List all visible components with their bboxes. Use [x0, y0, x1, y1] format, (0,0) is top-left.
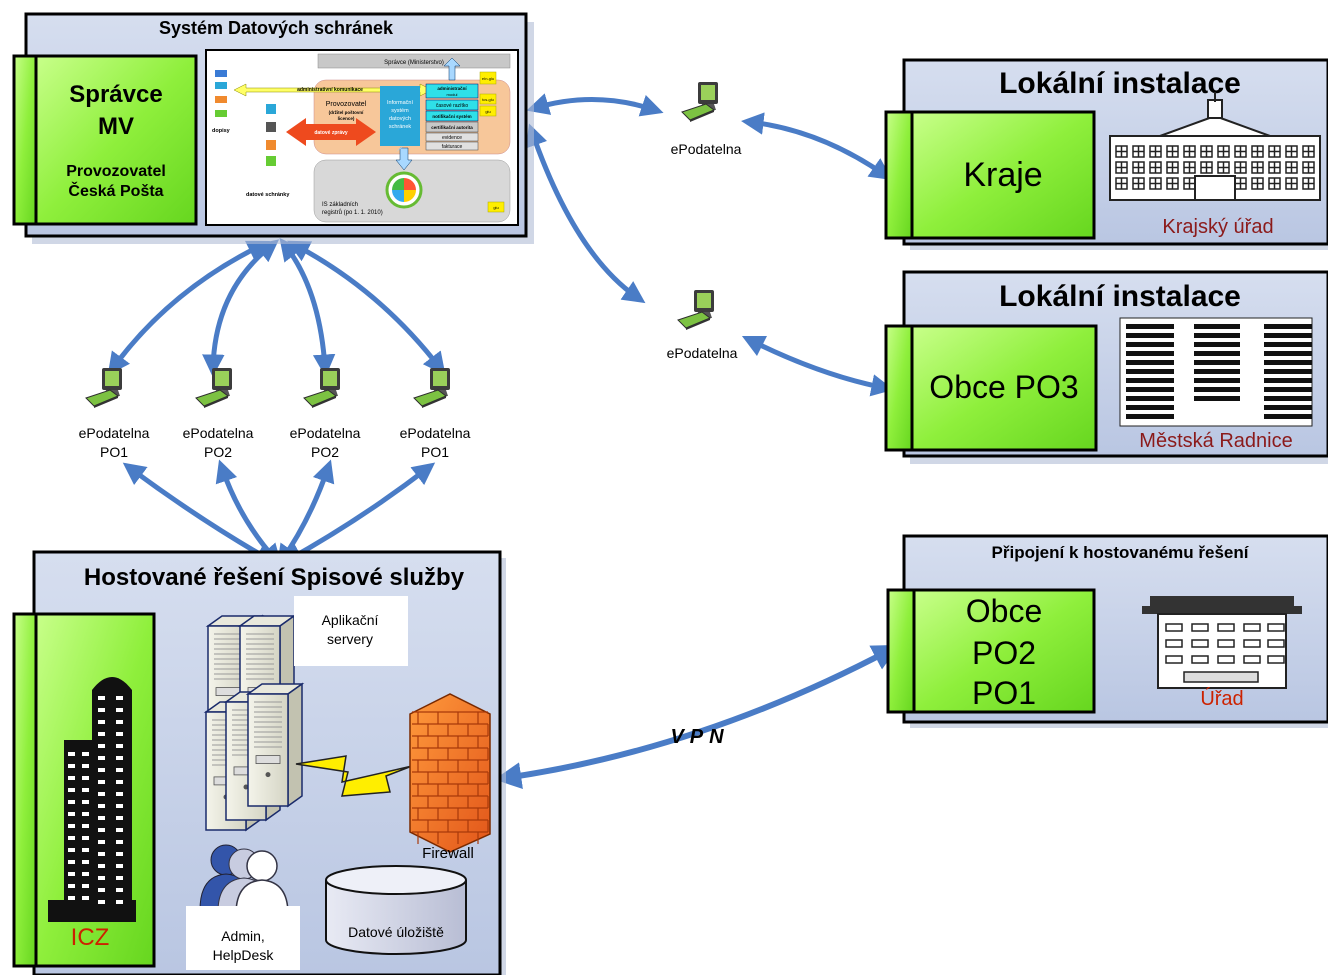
- hosted-connection-entity3: PO1: [972, 675, 1036, 711]
- local-obce-panel: Lokální instalace Obce PO3 Městská Radni…: [884, 270, 1328, 464]
- inner-notification: notifikační systém: [432, 114, 471, 119]
- epodatelna-node: ePodatelna PO1: [400, 367, 471, 460]
- hosted-connection-entity2: PO2: [972, 635, 1036, 671]
- inner-side3: glu: [485, 109, 490, 114]
- local-obce-building: Městská Radnice: [1139, 430, 1292, 452]
- inner-header: Správce (Ministerstvo): [384, 60, 444, 66]
- epodatelna-kraje: ePodatelna: [671, 81, 742, 157]
- local-kraje-title: Lokální instalace: [999, 67, 1241, 100]
- firewall-icon: [409, 693, 491, 853]
- inner-is-4: schránek: [389, 124, 412, 130]
- inner-invoicing: fakturace: [442, 144, 463, 150]
- epodatelna-node-line1: ePodatelna: [400, 425, 471, 441]
- server-rack-icon: [203, 614, 305, 832]
- epodatelna-node-line2: PO2: [204, 444, 232, 460]
- inner-operator-sub1: (držitel poštovní: [329, 110, 364, 115]
- local-kraje-building: Krajský úřad: [1162, 216, 1273, 238]
- epodatelna-node: ePodatelna PO2: [183, 367, 254, 460]
- users-icon: [199, 844, 289, 915]
- inner-registry-1: IS základních: [322, 202, 358, 208]
- inner-cert-authority: certifikační autorita: [431, 125, 473, 130]
- hosted-servers-line1: Aplikační: [322, 612, 379, 628]
- inner-operator-sub2: licence): [338, 116, 355, 121]
- arrow-dsb-epodatelna-kraje: [526, 93, 664, 117]
- epodatelna-node: ePodatelna PO2: [290, 367, 361, 460]
- arrow-epodatelna-kraje: [741, 112, 893, 181]
- inner-data-boxes: datové schránky: [246, 192, 290, 198]
- local-obce-title: Lokální instalace: [999, 280, 1241, 313]
- arrow-dsb-po2-a: [202, 239, 280, 377]
- inner-timestamp: časové razítko: [436, 103, 468, 109]
- local-kraje-panel: Lokální instalace Kraje Krajský úřad: [884, 58, 1328, 250]
- arrow-po2-hosted-b: [276, 459, 335, 568]
- epodatelna-kraje-label: ePodatelna: [671, 141, 742, 157]
- vpn-label: VPN: [670, 726, 729, 748]
- regional-office-building-icon: [1109, 92, 1321, 201]
- admin-label-box: [186, 906, 300, 970]
- office-building-icon: [1142, 596, 1302, 689]
- hosted-panel: Hostované řešení Spisové služby ICZ Apli…: [12, 550, 506, 975]
- dsb-operator-line1: Provozovatel: [66, 163, 166, 180]
- hosted-connection-title: Připojení k hostovanému řešení: [992, 543, 1250, 562]
- epodatelna-obce-label: ePodatelna: [667, 345, 738, 361]
- hosted-connection-building: Úřad: [1200, 687, 1243, 710]
- data-storage-icon: [325, 865, 467, 955]
- local-kraje-entity: Kraje: [963, 156, 1042, 194]
- epodatelna-node-line2: PO2: [311, 444, 339, 460]
- lightning-icon: [295, 755, 413, 797]
- inner-side1: eIn-glu: [482, 76, 494, 81]
- epodatelna-node-line1: ePodatelna: [183, 425, 254, 441]
- office-tower-icon: [48, 677, 136, 922]
- inner-letters: dopisy: [212, 128, 231, 134]
- epodatelna-node: ePodatelna PO1: [79, 367, 150, 460]
- arrow-dsb-epodatelna-obce: [525, 123, 646, 304]
- hosted-company: ICZ: [71, 924, 110, 951]
- dsb-admin-line2: MV: [98, 113, 134, 140]
- hosted-admin-line1: Admin,: [221, 928, 265, 944]
- hosted-firewall: Firewall: [422, 845, 474, 862]
- dsb-title: Systém Datových schránek: [159, 18, 394, 38]
- hosted-admin-line2: HelpDesk: [213, 947, 275, 963]
- inner-is-1: Informační: [387, 100, 413, 106]
- dsb-admin-line1: Správce: [69, 81, 162, 108]
- inner-admin-module1: administrační: [437, 86, 467, 91]
- hosted-connection-entity1: Obce: [966, 593, 1042, 629]
- arrow-vpn: [494, 644, 900, 790]
- inner-is-2: systém: [391, 108, 409, 114]
- dsb-operator-line2: Česká Pošta: [68, 181, 163, 200]
- arrows: [107, 93, 900, 790]
- inner-data-messages: datové zprávy: [314, 130, 348, 136]
- inner-is-3: datových: [389, 116, 411, 122]
- hosted-connection-panel: Připojení k hostovanému řešení Obce PO2 …: [886, 534, 1328, 728]
- inner-operator: Provozovatel: [326, 101, 367, 108]
- hosted-servers-line2: servery: [327, 631, 373, 647]
- hosted-title: Hostované řešení Spisové služby: [84, 564, 465, 591]
- dsb-inner-diagram: Správce (Ministerstvo) administrativní k…: [205, 49, 519, 226]
- arrow-dsb-po1-left: [107, 240, 271, 376]
- inner-admin-comm: administrativní komunikace: [297, 87, 363, 93]
- local-obce-entity: Obce PO3: [929, 369, 1078, 405]
- dsb-admin-box: Správce MV Provozovatel Česká Pošta: [12, 54, 198, 226]
- inner-side2: tcs-glu: [482, 97, 494, 102]
- hosted-storage: Datové úložiště: [348, 924, 444, 940]
- epodatelna-node-line1: ePodatelna: [290, 425, 361, 441]
- dsb-panel: Systém Datových schránek Správce MV Prov…: [12, 12, 534, 244]
- epodatelna-node-line2: PO1: [100, 444, 128, 460]
- app-servers-label-box: [294, 596, 408, 666]
- inner-side4: glu: [493, 205, 498, 210]
- town-hall-building-icon: [1119, 317, 1313, 427]
- arrow-po1-hosted-left: [122, 462, 278, 565]
- inner-registry-2: registrů (po 1. 1. 2010): [322, 209, 383, 216]
- arrow-dsb-po1-right: [287, 240, 446, 376]
- inner-records: evidence: [442, 135, 462, 141]
- epodatelna-obce: ePodatelna: [667, 289, 738, 361]
- inner-admin-module2: modul: [447, 92, 458, 97]
- epodatelna-node-line1: ePodatelna: [79, 425, 150, 441]
- epodatelna-node-line2: PO1: [421, 444, 449, 460]
- arrow-epodatelna-obce: [741, 335, 894, 397]
- arrow-dsb-po2-b: [279, 237, 336, 377]
